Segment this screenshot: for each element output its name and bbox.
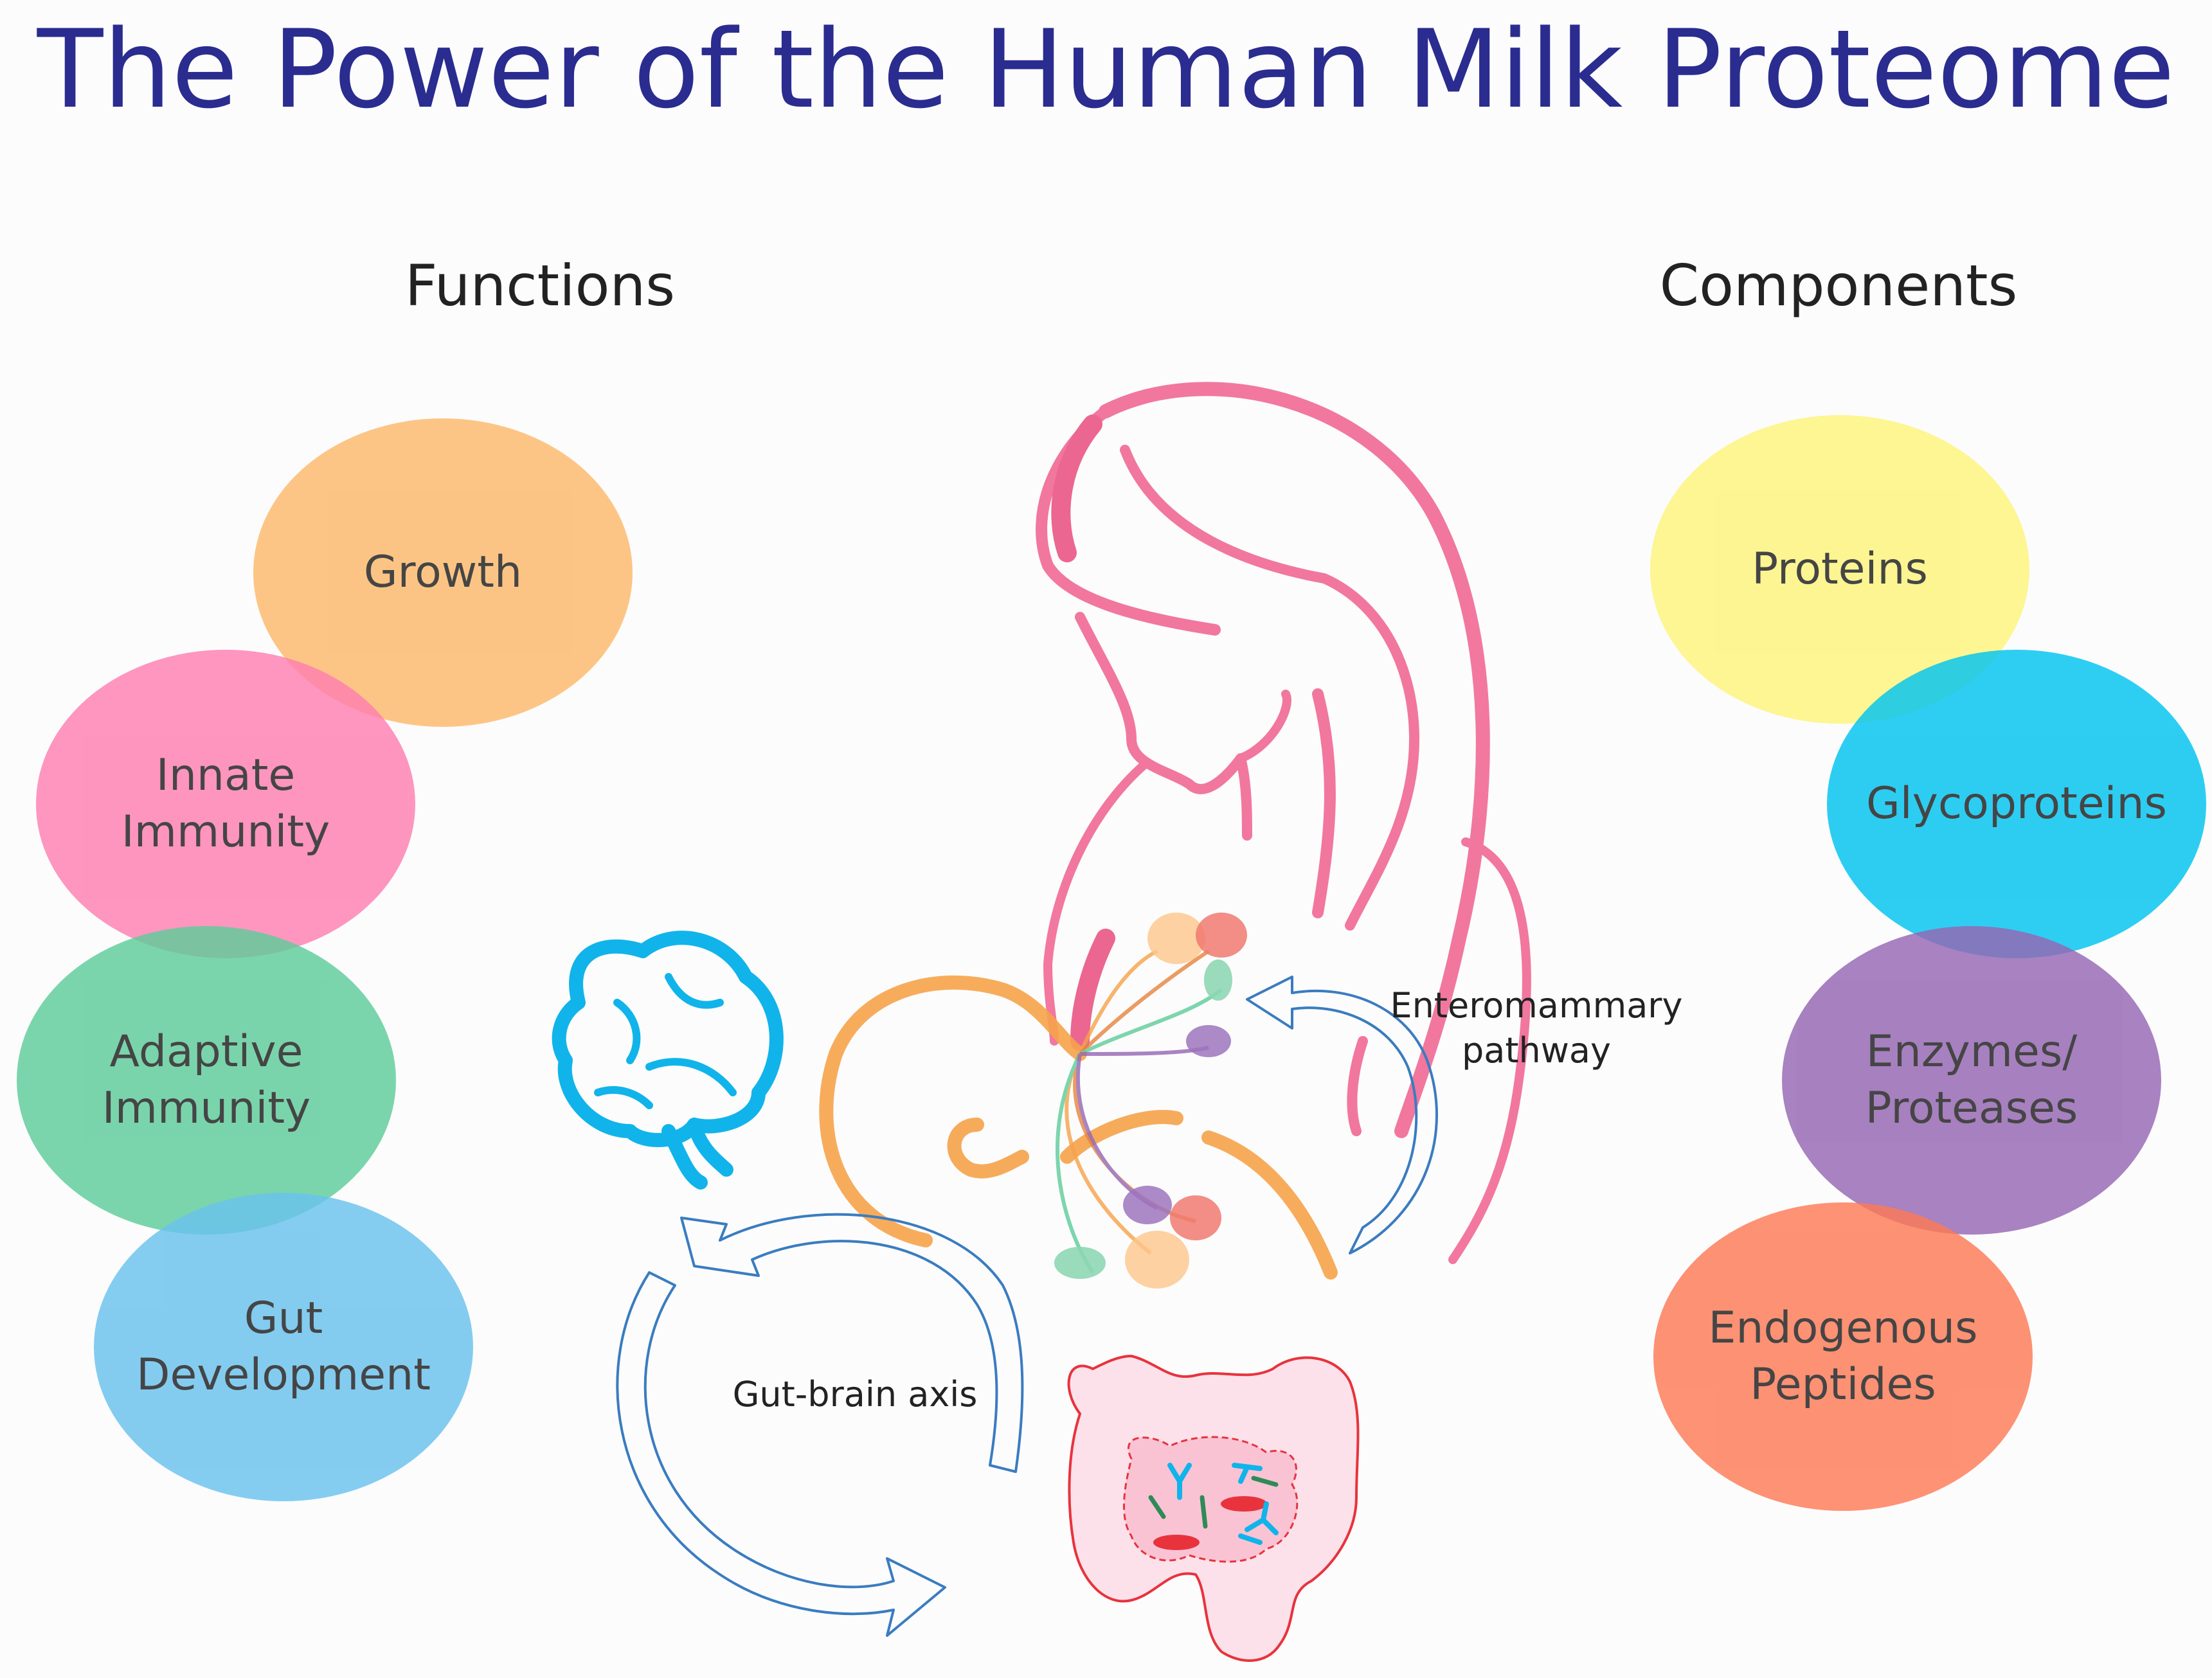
intestine-icon	[1067, 1354, 1360, 1662]
component-glycoproteins: Glycoproteins	[1827, 650, 2206, 958]
component-proteins-label: Proteins	[1752, 544, 1928, 594]
function-growth-label: Growth	[363, 547, 523, 598]
function-adaptive-immunity-label: Adaptive Immunity	[102, 1026, 311, 1134]
function-innate-immunity: Innate Immunity	[36, 650, 415, 958]
curved-arrow	[1246, 976, 1438, 1254]
brain-icon	[552, 931, 784, 1190]
component-enzymes-proteases: Enzymes/ Proteases	[1782, 926, 2161, 1235]
component-glycoproteins-label: Glycoproteins	[1866, 778, 2167, 829]
lobules	[1054, 913, 1247, 1289]
baby-silhouette	[819, 975, 1338, 1280]
function-gut-development-label: Gut Development	[136, 1293, 431, 1400]
function-adaptive-immunity: Adaptive Immunity	[17, 926, 396, 1235]
components-heading: Components	[1659, 253, 2018, 319]
component-endogenous-peptides: Endogenous Peptides	[1653, 1202, 2033, 1511]
functions-heading: Functions	[404, 253, 676, 319]
mother-silhouette	[1036, 382, 1531, 1264]
enteromammary-pathway-label: Enteromammary pathway	[1390, 985, 1683, 1071]
gut-brain-axis-label: Gut-brain axis	[732, 1374, 978, 1415]
component-enzymes-proteases-label: Enzymes/ Proteases	[1865, 1026, 2078, 1134]
function-gut-development: Gut Development	[94, 1193, 473, 1501]
function-innate-immunity-label: Innate Immunity	[121, 750, 330, 857]
component-endogenous-peptides-label: Endogenous Peptides	[1708, 1303, 1978, 1410]
page-title: The Power of the Human Milk Proteome	[37, 6, 2175, 132]
cycle-arrows	[616, 1213, 1024, 1637]
